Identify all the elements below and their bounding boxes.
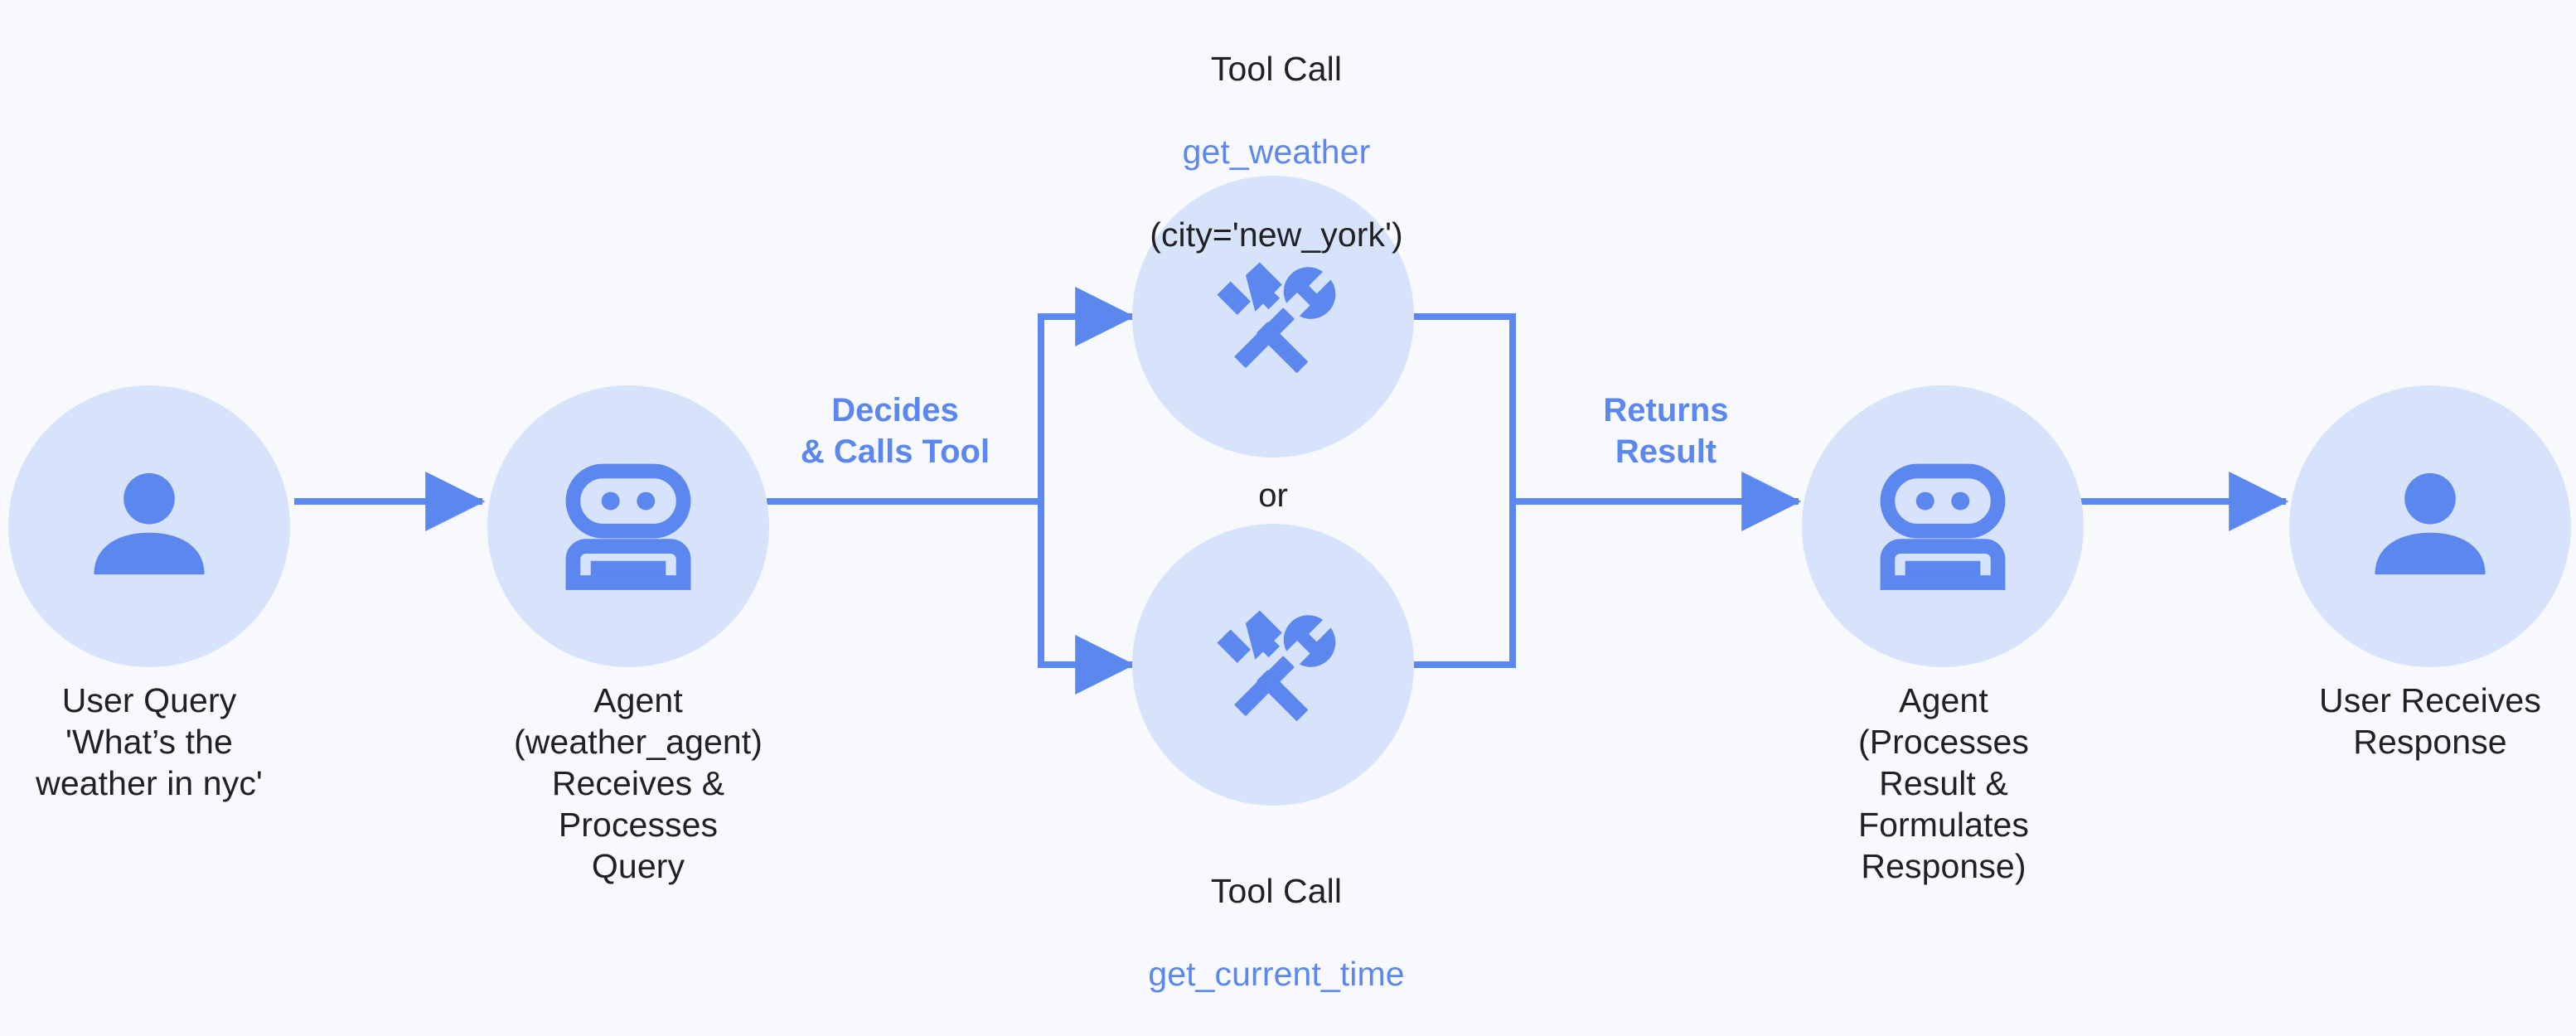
node-user-receives[interactable] [2289,385,2571,667]
tool-call-label-bottom: Tool Call [1210,872,1343,910]
node-tool-get-weather[interactable] [1132,176,1414,457]
tool-function-name-top: get_weather [1182,133,1371,171]
caption-agent-formulates: Agent (Processes Result & Formulates Res… [1857,681,2030,885]
person-icon [2360,456,2501,597]
edge-label-decides: Decides & Calls Tool [800,392,990,470]
node-user-query[interactable] [8,385,290,667]
robot-icon [1872,456,2013,597]
hammer-and-wrench-icon [1206,249,1340,384]
person-icon [79,456,220,597]
robot-icon [558,456,699,597]
diagram-canvas: User Query 'What’s the weather in nyc' A… [8,7,2571,993]
caption-tool-get-weather: Tool Call get_weather (city='new_york') [1111,7,1442,297]
hammer-and-wrench-icon [1206,598,1340,732]
node-tool-get-current-time[interactable] [1132,524,1414,806]
caption-user-query: User Query 'What’s the weather in nyc' [36,681,263,802]
edge-label-returns: Returns Result [1603,392,1729,470]
tool-args-top: (city='new_york') [1150,215,1403,254]
tool-function-name-bottom: get_current_time [1148,955,1405,993]
node-agent-receives[interactable] [487,385,769,667]
caption-tool-get-current-time: Tool Call get_current_time [1111,829,1442,1036]
branch-or-label: or [1258,477,1288,514]
tool-call-label-top: Tool Call [1210,50,1343,88]
caption-user-receives: User Receives Response [2319,681,2541,761]
node-agent-formulates[interactable] [1802,385,2084,667]
caption-agent-receives: Agent (weather_agent) Receives & Process… [513,681,763,885]
